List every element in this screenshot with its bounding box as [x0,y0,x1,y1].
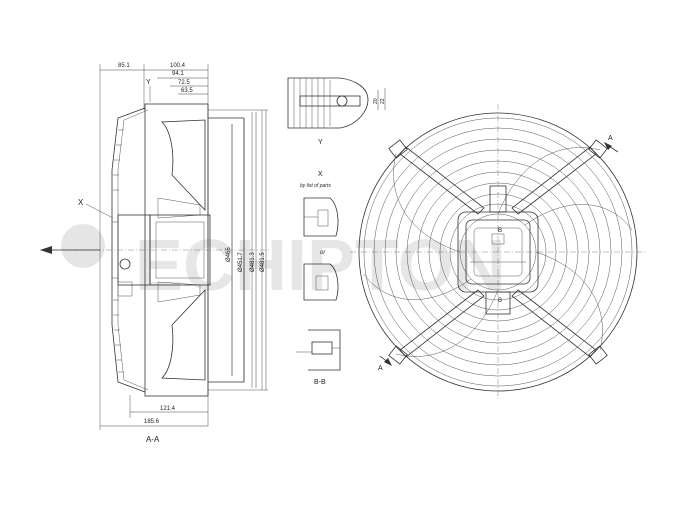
dim-d451-7: Ø451.7 [238,252,244,272]
watermark: ECHIPTON [61,224,506,306]
dim-72-5: 72.5 [178,80,190,86]
dim-185-6: 185.6 [144,419,160,425]
label-a-bottom: A [378,365,383,372]
dim-63-5: 63.5 [181,88,193,94]
dim-100-4: 100.4 [170,63,186,69]
dim-y-20: 20 [373,98,379,104]
dim-121-4: 121.4 [160,406,176,412]
struts [388,139,608,365]
detail-x-upper [303,197,339,237]
dim-d465: Ø465 [226,247,232,262]
label-b-bottom: B [498,298,502,304]
dim-85-1: 85.1 [118,63,130,69]
dim-d481-5: Ø481.5 [260,252,266,272]
diameter-dimensions: Ø465 Ø451.7 Ø481.3 Ø481.5 [226,110,267,390]
caption-b-b: B-B [314,379,326,386]
label-x: X [78,198,84,207]
label-b: B [498,228,502,234]
detail-x: X by list of parts or [300,171,339,301]
detail-x-lower [303,263,339,301]
caption-y: Y [318,139,323,146]
dim-y-22: 22 [380,98,386,104]
side-view: 85.1 100.4 94.1 72.5 63.5 [40,63,270,444]
cable-gland [119,258,131,270]
blade-top [161,119,206,212]
detail-y: 20 22 Y [287,77,386,146]
x-note: by list of parts [300,183,331,189]
detail-bb: B-B [296,329,341,386]
label-a-top: A [608,135,613,142]
front-view: A A B B [350,104,646,400]
caption-a-a: A-A [146,435,160,444]
dim-d481-3: Ø481.3 [250,252,256,272]
or-label: or [320,250,326,256]
watermark-text: ECHIPTON [135,226,506,306]
dim-94-1: 94.1 [172,71,184,77]
label-y: Y [146,79,151,86]
caption-x: X [318,171,323,178]
airflow-arrowhead [40,246,52,254]
blade-bottom [161,288,206,381]
